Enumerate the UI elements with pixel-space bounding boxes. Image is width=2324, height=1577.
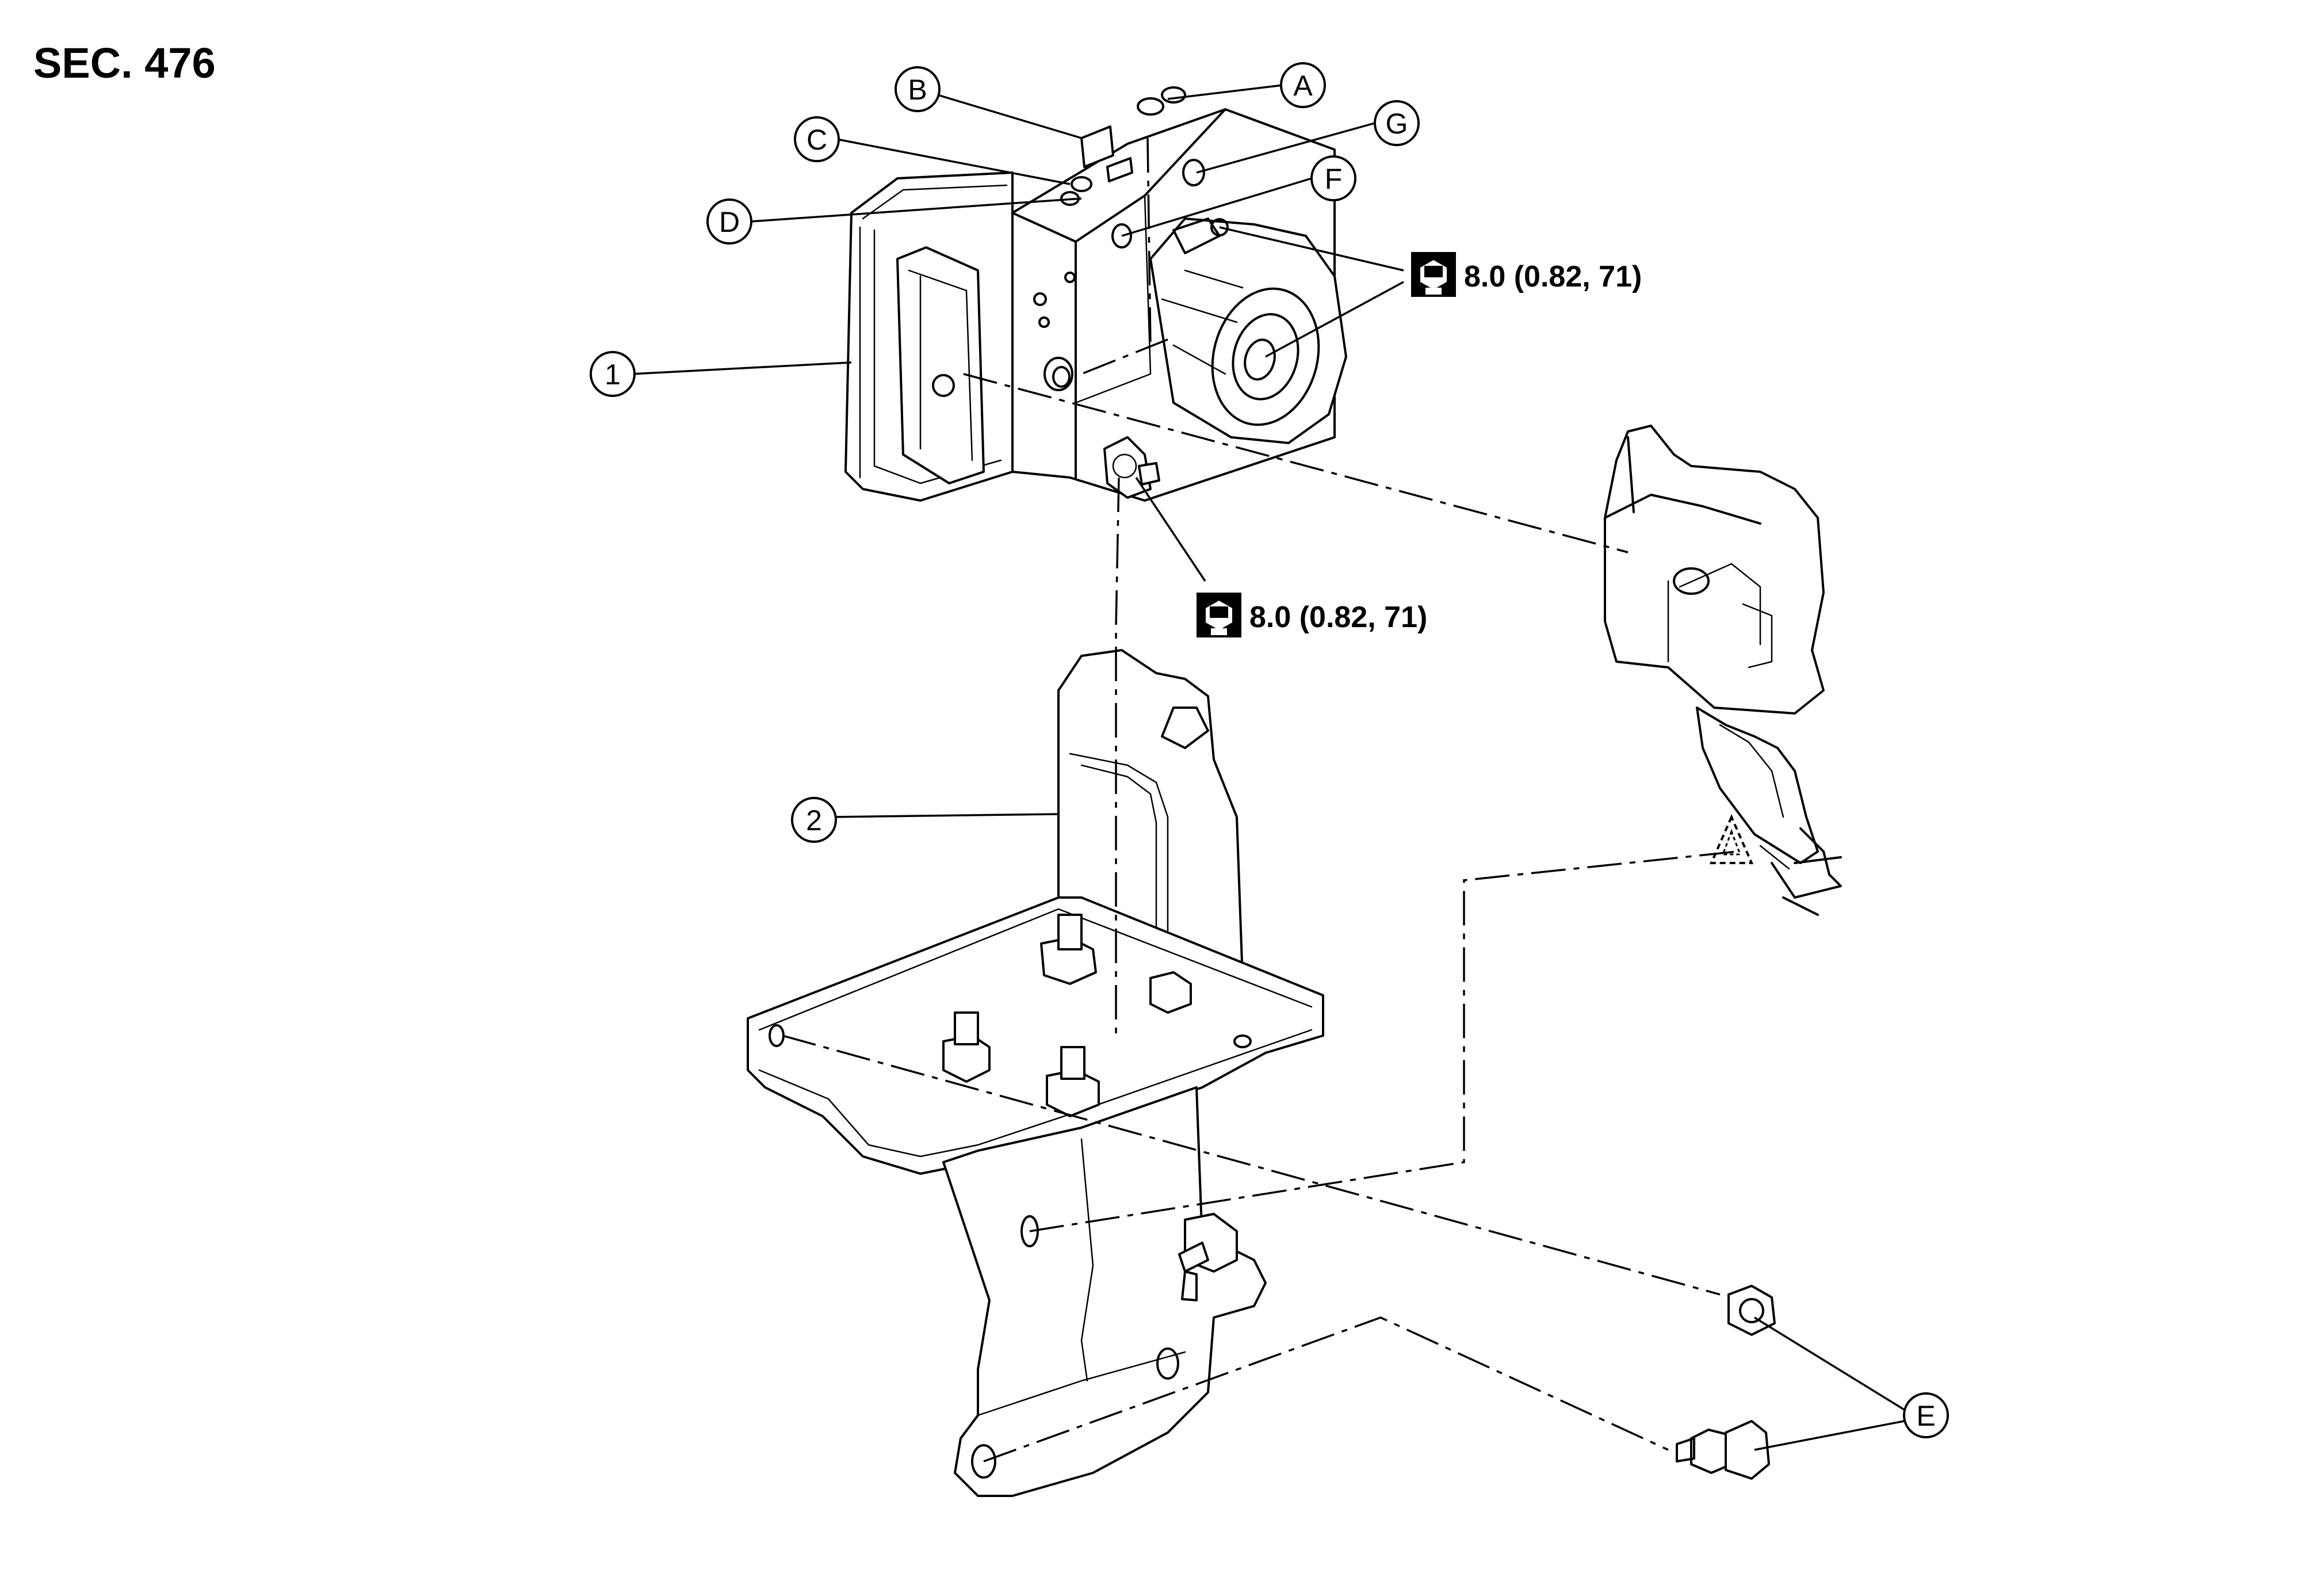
callout-2: 2 bbox=[791, 797, 837, 843]
torque-value-lower: 8.0 (0.82, 71) bbox=[1249, 601, 1427, 634]
hazard-triangle-icon bbox=[1709, 814, 1754, 864]
callout-b-label: B bbox=[908, 74, 927, 106]
callout-2-label: 2 bbox=[806, 804, 822, 837]
assembly-center-lines bbox=[782, 373, 1738, 1463]
torque-spec-lower: 8.0 (0.82, 71) bbox=[1197, 593, 1427, 637]
callout-d-label: D bbox=[719, 206, 740, 238]
torque-wrench-icon bbox=[1411, 252, 1456, 297]
callout-d: D bbox=[706, 198, 752, 245]
callout-g: G bbox=[1374, 100, 1420, 146]
leader-lines bbox=[632, 84, 1905, 1451]
callout-c: C bbox=[794, 116, 840, 162]
callout-1: 1 bbox=[590, 351, 636, 397]
bracket-studs bbox=[942, 914, 1192, 1117]
callout-f: F bbox=[1310, 155, 1356, 201]
callout-g-label: G bbox=[1386, 108, 1408, 140]
callout-b: B bbox=[895, 66, 941, 112]
callout-c-label: C bbox=[806, 124, 827, 156]
actuator-bracket bbox=[747, 649, 1324, 1497]
callout-e-label: E bbox=[1916, 1400, 1935, 1432]
callout-a-label: A bbox=[1293, 70, 1313, 102]
torque-value-upper: 8.0 (0.82, 71) bbox=[1464, 260, 1642, 293]
torque-spec-upper: 8.0 (0.82, 71) bbox=[1411, 252, 1642, 297]
abs-actuator-unit bbox=[844, 86, 1347, 502]
harness-connector bbox=[1604, 425, 1842, 916]
callout-a: A bbox=[1280, 62, 1326, 108]
torque-wrench-icon bbox=[1197, 593, 1241, 637]
callout-1-label: 1 bbox=[605, 358, 621, 391]
callout-f-label: F bbox=[1325, 163, 1343, 195]
callout-e: E bbox=[1903, 1392, 1949, 1438]
section-title: SEC. 476 bbox=[33, 39, 216, 87]
